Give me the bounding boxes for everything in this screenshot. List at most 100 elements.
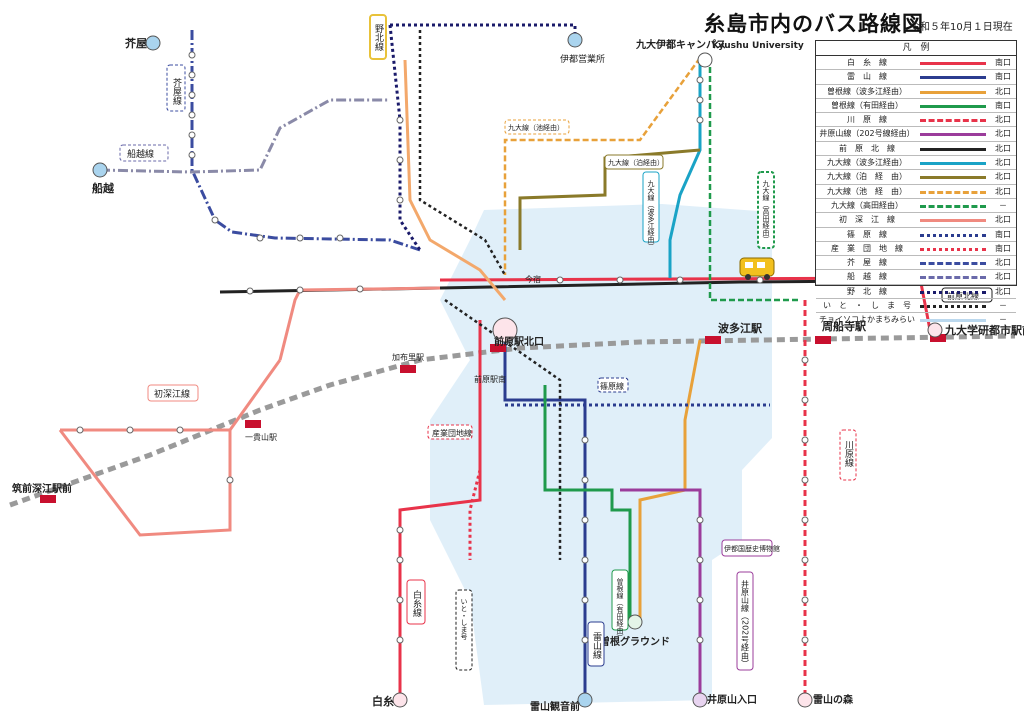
legend-direction: 北口 bbox=[995, 86, 1011, 96]
terminal-raizan[interactable] bbox=[577, 692, 593, 708]
svg-text:九大線（高田経由）: 九大線（高田経由） bbox=[762, 179, 770, 243]
route-label-shiraito: 白糸線 bbox=[406, 579, 426, 625]
label-raizan: 雷山観音前 bbox=[530, 700, 580, 713]
terminal-funakoshi[interactable] bbox=[92, 162, 108, 178]
route-keya bbox=[190, 30, 421, 252]
legend-direction: 北口 bbox=[995, 215, 1011, 225]
label-kyushu-campus: 九大伊都キャンパス bbox=[635, 38, 726, 51]
legend-row: 九大線（波多江経由）北口 bbox=[816, 156, 1016, 171]
terminal-maebaru-north[interactable] bbox=[492, 317, 518, 343]
legend-swatch bbox=[920, 276, 986, 280]
label-raizan-mori: 雷山の森 bbox=[813, 693, 854, 706]
station-marker-shusenji bbox=[815, 336, 831, 344]
legend: 凡 例 白 糸 線南口雷 山 線南口曽根線（波多江経由）北口曽根線（有田経由）南… bbox=[815, 40, 1017, 324]
legend-direction: 南口 bbox=[995, 100, 1011, 110]
legend-direction: 北口 bbox=[995, 143, 1011, 153]
label-kafuri: 加布里駅 bbox=[392, 352, 424, 362]
legend-route-name: 川 原 線 bbox=[847, 115, 887, 125]
legend-route-name: 曽根線（波多江経由） bbox=[827, 86, 907, 96]
terminal-sone-ground[interactable] bbox=[627, 614, 643, 630]
route-nokita bbox=[390, 23, 577, 40]
legend-swatch bbox=[920, 190, 986, 194]
route-label-kawara: 川原線 bbox=[839, 429, 857, 481]
svg-text:産業団地線: 産業団地線 bbox=[432, 428, 472, 438]
label-sone-ground: 曽根グラウンド bbox=[600, 635, 670, 648]
station-marker-kyudai bbox=[930, 334, 946, 342]
legend-swatch bbox=[920, 247, 986, 251]
station-marker-ichinomiya bbox=[245, 420, 261, 428]
date-note: 令和５年10月１日現在 bbox=[910, 22, 1013, 33]
route-label-itoshima-go: いと・しま号 bbox=[455, 589, 473, 671]
legend-row: 雷 山 線 南口 bbox=[816, 70, 1016, 85]
legend-route-name: 曽根線（有田経由） bbox=[831, 100, 903, 110]
label-shiraito: 白糸 bbox=[372, 694, 394, 708]
legend-row: 産 業 団 地 線南口 bbox=[816, 242, 1016, 257]
legend-route-name: 野 北 線 bbox=[847, 286, 887, 296]
legend-route-name: 篠 原 線 bbox=[847, 229, 887, 239]
terminal-keya[interactable] bbox=[145, 35, 161, 51]
legend-direction: 北口 bbox=[995, 129, 1011, 139]
legend-direction: － bbox=[999, 315, 1007, 325]
route-hatsufukae-loop bbox=[58, 428, 232, 537]
legend-direction: 北口 bbox=[995, 258, 1011, 268]
svg-text:九大線（波多江経由）: 九大線（波多江経由） bbox=[647, 179, 655, 250]
terminal-kyushu-campus[interactable] bbox=[697, 52, 713, 68]
route-label-kyudai-ike: 九大線（池経由） bbox=[504, 119, 570, 135]
legend-direction: － bbox=[999, 200, 1007, 210]
route-iwarayama bbox=[620, 488, 702, 700]
label-chikuzen-fukae: 筑前深江駅前 bbox=[12, 482, 72, 495]
route-black-dotted-north bbox=[418, 30, 507, 276]
legend-row: 白 糸 線南口 bbox=[816, 56, 1016, 71]
label-ichinomiya: 一貴山駅 bbox=[245, 432, 277, 442]
route-label-keya: 芥屋線 bbox=[166, 64, 186, 112]
route-label-sone-arita: 曽根線（有田経由） bbox=[611, 569, 629, 641]
legend-direction: 北口 bbox=[995, 186, 1011, 196]
svg-text:九大線（泊経由）: 九大線（泊経由） bbox=[608, 158, 664, 167]
legend-row: 曽根線（有田経由） 南口 bbox=[816, 99, 1016, 114]
route-kyudai-ike bbox=[503, 57, 702, 275]
legend-row: 井原山線（202号線経由）北口 bbox=[816, 127, 1016, 142]
legend-route-name: 初 深 江 線 bbox=[839, 215, 895, 225]
map-title: 糸島市内のバス路線図 bbox=[704, 12, 924, 36]
legend-direction: 南口 bbox=[995, 72, 1011, 82]
railway-line bbox=[9, 333, 1016, 508]
legend-direction: 南口 bbox=[995, 58, 1011, 67]
terminal-raizan-mori[interactable] bbox=[797, 692, 813, 708]
svg-text:白糸線: 白糸線 bbox=[411, 589, 422, 617]
legend-swatch bbox=[920, 90, 986, 94]
svg-text:初深江線: 初深江線 bbox=[154, 388, 190, 400]
station-marker-kafuri bbox=[400, 365, 416, 373]
legend-row: 川 原 線北口 bbox=[816, 113, 1016, 128]
label-maebaru-north: 前原駅北口 bbox=[494, 335, 544, 348]
legend-swatch bbox=[920, 290, 986, 294]
terminal-kyudai-gakken[interactable] bbox=[927, 322, 943, 338]
legend-route-name: 雷 山 線 bbox=[847, 72, 887, 82]
legend-row: 船 越 線北口 bbox=[816, 270, 1016, 285]
legend-route-name: 九大線（池 経 由） bbox=[827, 186, 907, 196]
route-label-shinohara: 篠原線 bbox=[597, 377, 629, 393]
legend-direction: － bbox=[999, 301, 1007, 311]
svg-text:雷山線: 雷山線 bbox=[591, 632, 602, 659]
terminal-iwarayama[interactable] bbox=[692, 692, 708, 708]
label-funakoshi: 船越 bbox=[92, 181, 115, 195]
terminal-ito-eigyosho[interactable] bbox=[567, 32, 583, 48]
legend-direction: 北口 bbox=[995, 272, 1011, 282]
legend-swatch bbox=[920, 233, 986, 237]
svg-text:曽根線（有田経由）: 曽根線（有田経由） bbox=[616, 577, 624, 641]
legend-row: い と ・ し ま 号 － bbox=[816, 299, 1016, 314]
legend-row: 九大線（泊 経 由）北口 bbox=[816, 170, 1016, 185]
svg-text:前原北線: 前原北線 bbox=[947, 291, 979, 301]
legend-row: 芥 屋 線北口 bbox=[816, 256, 1016, 271]
legend-route-name: 前 原 北 線 bbox=[839, 143, 895, 153]
legend-route-name: 九大線（高田経由） bbox=[831, 200, 903, 210]
route-nokita-trunk bbox=[388, 24, 422, 251]
label-iwarayama: 井原山入口 bbox=[707, 693, 757, 706]
station-marker-chikuzen bbox=[40, 495, 56, 503]
route-funakoshi bbox=[99, 98, 390, 174]
label-ito-eigyosho: 伊都営業所 bbox=[560, 53, 605, 65]
svg-text:篠原線: 篠原線 bbox=[600, 381, 624, 391]
legend-route-name: い と ・ し ま 号 bbox=[823, 301, 911, 311]
terminal-shiraito[interactable] bbox=[392, 692, 408, 708]
legend-row: チョイソコよかまちみらい号予約制－ bbox=[816, 313, 1016, 326]
